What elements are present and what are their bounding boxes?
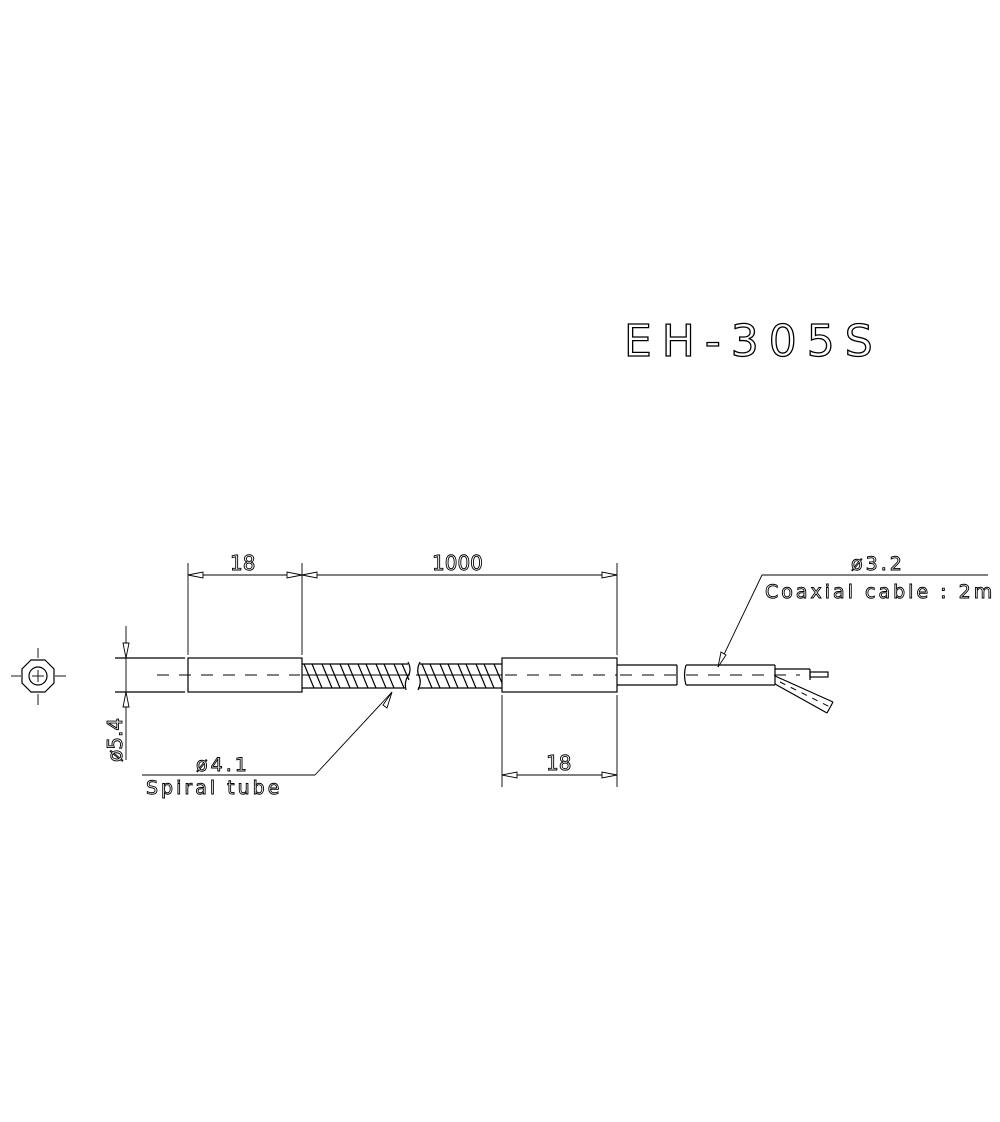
dimension-diameter-5-4: ø5.4 bbox=[103, 626, 130, 762]
callout-spiral-tube: ø4.1 Spiral tube bbox=[142, 691, 393, 799]
callout-diameter: ø4.1 bbox=[196, 754, 250, 776]
coaxial-cable bbox=[617, 664, 834, 714]
end-view-icon bbox=[11, 648, 66, 705]
dimension-label: 18 bbox=[546, 751, 571, 775]
spiral-tube bbox=[302, 661, 503, 691]
callout-label: Spiral tube bbox=[146, 777, 282, 799]
dimension-label: 18 bbox=[230, 551, 255, 575]
callout-diameter: ø3.2 bbox=[851, 553, 905, 575]
dimension-label: ø5.4 bbox=[103, 718, 127, 762]
callout-coaxial-cable: ø3.2 Coaxial cable : 2m bbox=[717, 553, 995, 668]
callout-label: Coaxial cable : 2m bbox=[765, 581, 995, 603]
dimension-left-18: 18 bbox=[187, 551, 303, 655]
dimension-right-18: 18 bbox=[501, 695, 618, 787]
dimension-spiral-1000: 1000 bbox=[301, 551, 618, 655]
drawing-title: EH-305S bbox=[624, 316, 883, 367]
dimension-label: 1000 bbox=[432, 551, 483, 575]
